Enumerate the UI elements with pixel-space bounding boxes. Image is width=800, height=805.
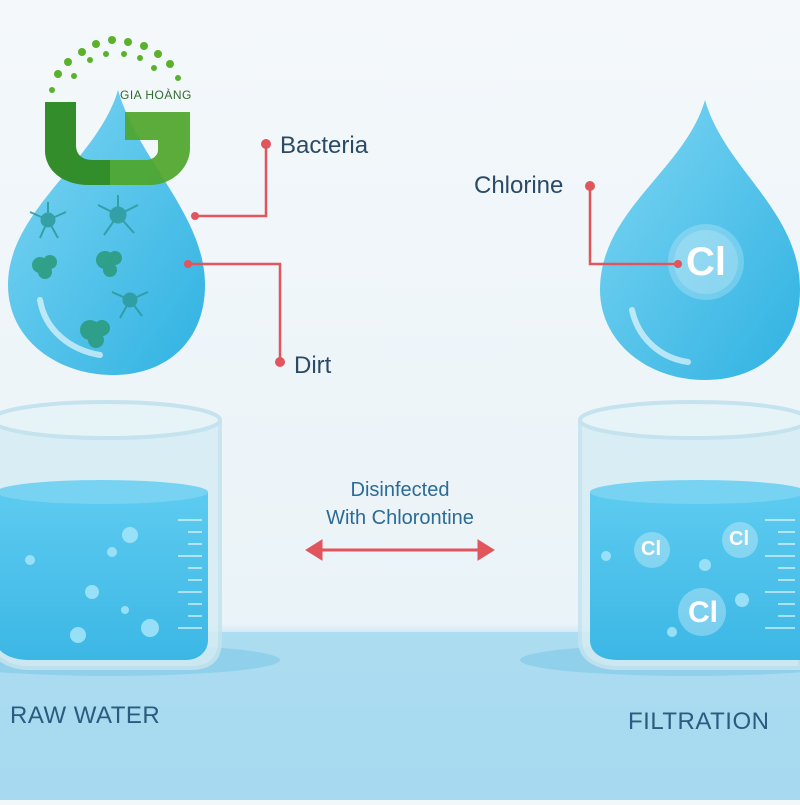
cl-circle xyxy=(668,224,744,300)
raw-water-drop xyxy=(8,90,205,375)
brand-logo xyxy=(45,36,190,185)
dirt-callout-dot xyxy=(275,357,285,367)
chlorine-callout-line xyxy=(588,186,678,266)
middle-caption-line2: With Chlorontine xyxy=(326,507,474,529)
cl-symbol-bubble-3: Cl xyxy=(688,596,718,629)
chlorine-drop xyxy=(600,100,800,380)
bacteria-label: Bacteria xyxy=(280,132,369,159)
chlorine-label: Chlorine xyxy=(474,172,564,199)
dirt-icon xyxy=(32,251,122,348)
bacteria-callout-line xyxy=(195,144,268,218)
bacteria-callout-start xyxy=(191,212,199,220)
raw-water-caption: RAW WATER xyxy=(10,702,161,729)
dirt-callout-line xyxy=(188,262,282,362)
logo-brand-text: GIA HOÀNG xyxy=(120,88,192,102)
dirt-label: Dirt xyxy=(294,352,332,379)
bacteria-icon xyxy=(29,195,149,319)
double-arrow-icon xyxy=(305,539,495,561)
filtration-glass xyxy=(520,400,800,676)
cl-symbol-bubble-2: Cl xyxy=(729,528,749,550)
dirt-callout-start xyxy=(184,260,192,268)
chlorine-callout-dot xyxy=(585,181,595,191)
chlorine-callout-end xyxy=(674,260,682,268)
middle-caption-line1: Disinfected xyxy=(350,479,450,501)
cl-symbol-bubble-1: Cl xyxy=(641,538,661,560)
bacteria-callout-dot xyxy=(261,139,271,149)
raw-water-glass xyxy=(0,400,280,676)
cl-symbol-drop: Cl xyxy=(686,240,726,284)
middle-caption: Disinfected With Chlorontine xyxy=(280,476,520,532)
filtration-caption: FILTRATION xyxy=(628,708,770,735)
